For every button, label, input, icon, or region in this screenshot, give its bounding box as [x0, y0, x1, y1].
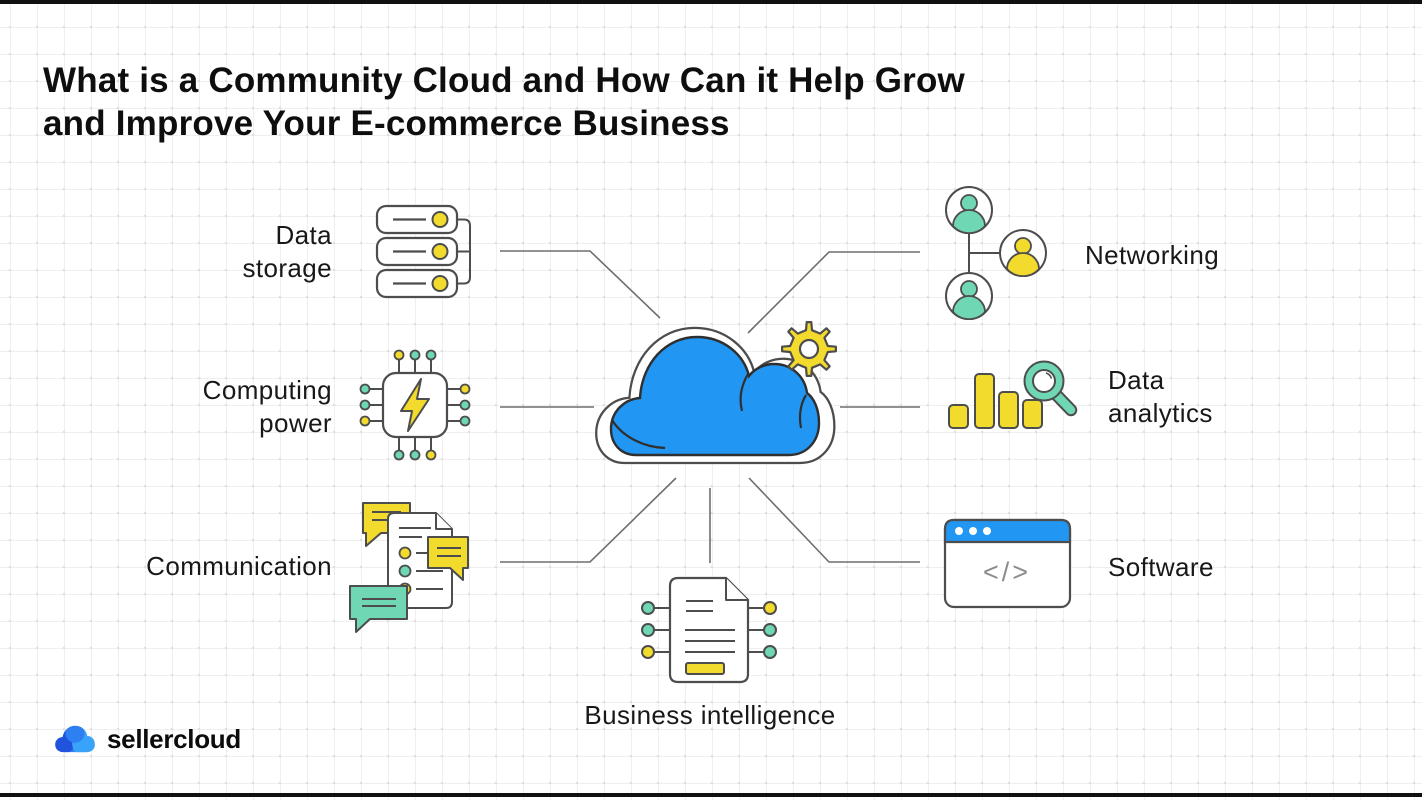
label-software: Software [1108, 552, 1214, 582]
label-data-storage: Data storage [242, 220, 332, 283]
user-network-icon [945, 186, 1047, 321]
connector-software [748, 477, 920, 563]
connector-communication [500, 477, 677, 563]
chat-document-icon [349, 502, 469, 633]
sellercloud-logo: sellercloud [52, 722, 241, 756]
code-glyph: </> [983, 557, 1031, 587]
label-business-intelligence: Business intelligence [584, 700, 836, 730]
browser-code-icon: </> [943, 518, 1072, 609]
magnifier-icon [1023, 360, 1078, 417]
community-cloud-icon [595, 326, 836, 465]
sellercloud-cloud-icon [55, 725, 95, 753]
label-computing-power: Computing power [202, 375, 332, 438]
window-dots [955, 527, 991, 535]
top-border-line [0, 0, 1422, 4]
cpu-chip-icon [359, 349, 471, 461]
label-networking: Networking [1085, 240, 1220, 270]
bar-chart-magnifier-icon [948, 360, 1078, 429]
cloud-inner [609, 335, 821, 457]
document-pins-icon [641, 576, 777, 684]
connector-networking [747, 251, 920, 334]
connector-lines [500, 250, 920, 563]
page-title: What is a Community Cloud and How Can it… [43, 61, 965, 144]
cloud-lobe-arcs [611, 373, 807, 450]
server-stack-icon [375, 204, 471, 299]
logo-text: sellercloud [107, 723, 241, 754]
connector-data-storage [500, 250, 661, 319]
bottom-border-line [0, 793, 1422, 797]
label-data-analytics: Data analytics [1108, 365, 1213, 428]
label-communication: Communication [146, 551, 332, 581]
lightning-bolt-icon [400, 378, 430, 432]
gear-icon [781, 321, 837, 377]
